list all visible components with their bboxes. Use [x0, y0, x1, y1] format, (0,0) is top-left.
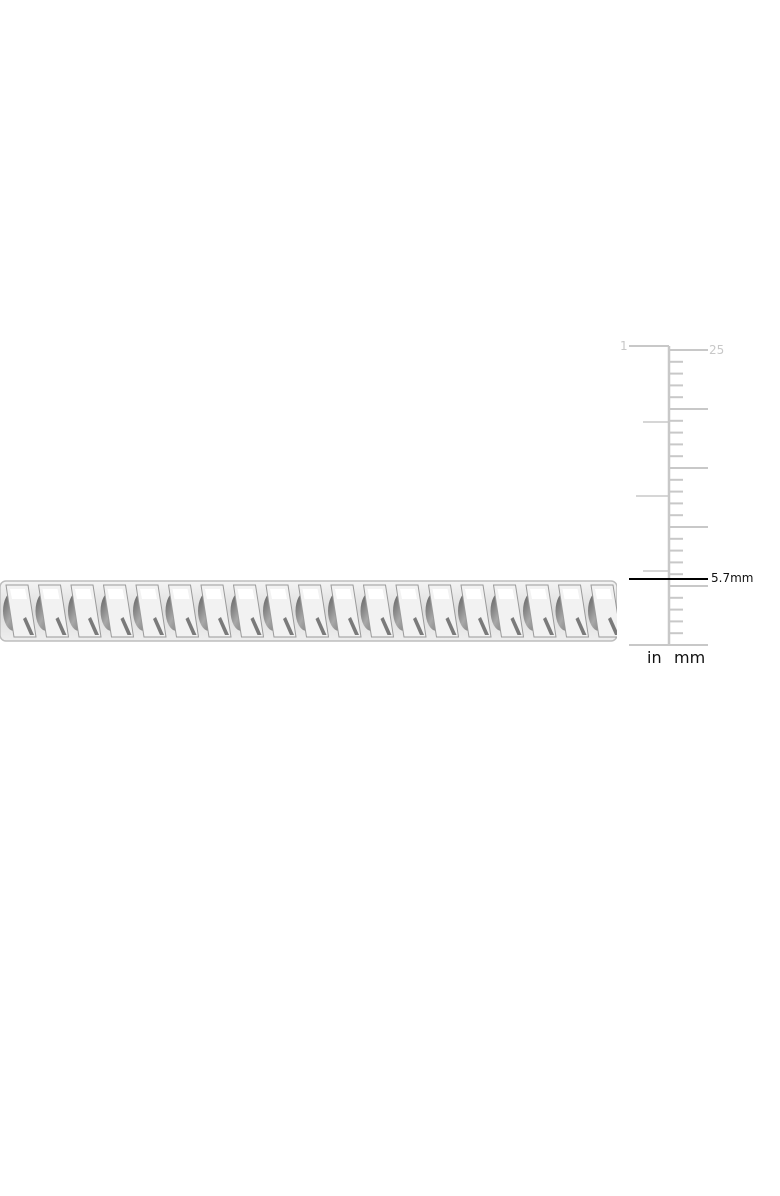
mm-unit-label: mm: [674, 648, 706, 667]
mm-top-label: 25: [709, 343, 725, 357]
inch-top-label: 1: [620, 339, 628, 353]
inch-unit-label: in: [647, 648, 662, 667]
measurement-label: 5.7mm: [711, 571, 754, 585]
size-ruler: 1 25 5.7mm in mm: [620, 339, 754, 667]
ruler-graphic: [629, 345, 708, 646]
